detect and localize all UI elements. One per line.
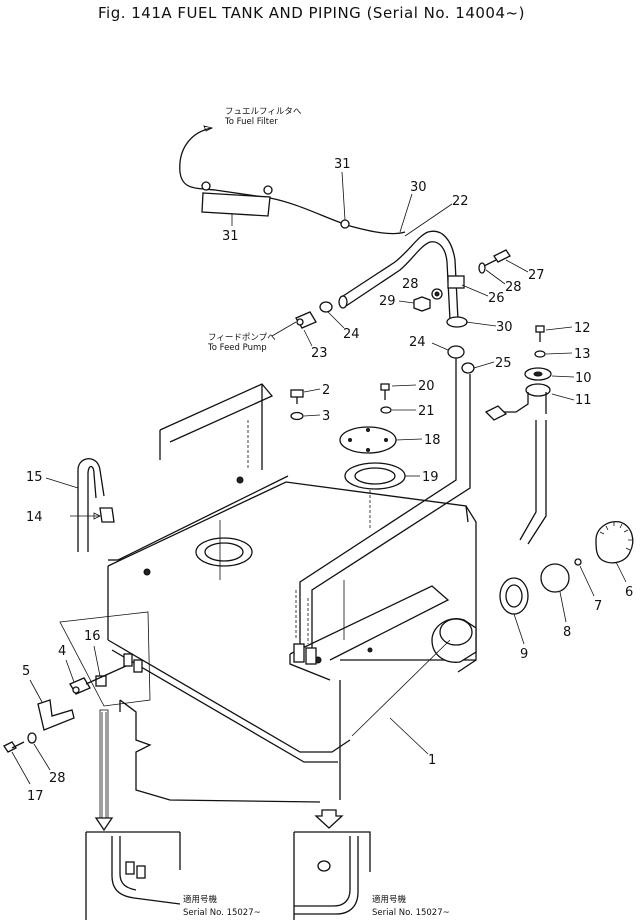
drain-seal-9 — [499, 577, 529, 645]
callout-25: 25 — [495, 356, 512, 371]
callout-22: 22 — [452, 194, 469, 209]
cap-6 — [595, 521, 634, 583]
callout-2: 2 — [322, 383, 330, 398]
callout-19: 19 — [422, 470, 439, 485]
callout-26: 26 — [488, 291, 505, 306]
fitting-14 — [70, 507, 115, 523]
callout-29: 29 — [379, 294, 396, 309]
bolt-12 — [535, 325, 573, 342]
cover-18 — [339, 426, 423, 454]
bracket-4 — [65, 659, 91, 695]
gauge-plate-10 — [524, 367, 575, 381]
callout-30b: 30 — [496, 320, 513, 335]
callout-28c: 28 — [49, 771, 66, 786]
callout-1: 1 — [428, 753, 436, 768]
detail-inset-left — [85, 831, 181, 920]
detail-inset-right — [293, 831, 371, 920]
callout-10: 10 — [575, 371, 592, 386]
clamp-30-lower — [446, 316, 497, 328]
clamp-31-block — [201, 181, 273, 226]
gasket-19 — [344, 462, 420, 530]
callout-30a: 30 — [410, 180, 427, 195]
callout-31b: 31 — [222, 229, 239, 244]
return-pipes — [299, 358, 547, 650]
callout-31a: 31 — [334, 157, 351, 172]
callout-4: 4 — [58, 644, 66, 659]
callout-20: 20 — [418, 379, 435, 394]
plug-8 — [540, 563, 570, 623]
washer-28-c — [27, 732, 51, 771]
bolt-17 — [3, 741, 31, 785]
bracket-link — [85, 665, 127, 685]
clamp-26 — [447, 275, 489, 297]
seal-24-a — [319, 301, 345, 329]
feed-pump-note-en: To Feed Pump — [207, 343, 267, 353]
callout-23: 23 — [311, 346, 328, 361]
breather-pipe-15 — [45, 458, 105, 552]
fuel-tank-body — [107, 383, 477, 803]
callout-27: 27 — [528, 268, 545, 283]
seal-24-b — [431, 342, 465, 359]
clamp-31-pipe — [340, 171, 350, 229]
callout-14: 14 — [26, 510, 43, 525]
level-sender-11 — [484, 383, 575, 421]
bolt-27 — [478, 249, 529, 285]
washer-3 — [247, 411, 321, 470]
tank-leader-1 — [351, 639, 451, 755]
detail-frame — [59, 611, 151, 707]
fuel-filter-note-jp: フュエルフィルタへ — [225, 107, 302, 117]
callout-18: 18 — [424, 433, 441, 448]
detail-arrow-left — [94, 709, 114, 832]
detail-arrow-right — [314, 809, 344, 829]
inset-left-serial: Serial No. 15027~ — [183, 908, 261, 918]
callout-3: 3 — [322, 409, 330, 424]
figure-title: Fig. 141A FUEL TANK AND PIPING (Serial N… — [98, 4, 525, 22]
washer-13 — [534, 350, 573, 358]
pipe-22 — [338, 203, 459, 321]
callout-24b: 24 — [409, 335, 426, 350]
callout-11: 11 — [575, 393, 592, 408]
fuel-filter-note-en: To Fuel Filter — [224, 117, 278, 127]
fitting-25 — [461, 361, 495, 374]
callout-13: 13 — [574, 347, 591, 362]
bolt-2 — [290, 388, 321, 404]
callout-16: 16 — [84, 629, 101, 644]
bolt-20 — [380, 383, 417, 400]
callout-21: 21 — [418, 404, 435, 419]
inset-left-applicable: 適用号機 — [183, 894, 218, 905]
callout-6: 6 — [625, 585, 633, 600]
ball-7 — [574, 558, 595, 597]
inset-right-applicable: 適用号機 — [372, 894, 407, 905]
callout-28a: 28 — [402, 277, 419, 292]
fitting-23 — [295, 311, 317, 347]
callout-28b: 28 — [505, 280, 522, 295]
bracket-5 — [29, 679, 75, 731]
washer-21 — [380, 406, 416, 414]
clamp-16 — [93, 645, 107, 687]
callout-5: 5 — [22, 664, 30, 679]
feed-pump-note-jp: フィードポンプへ — [208, 333, 276, 343]
washer-28-a — [431, 288, 443, 300]
fuel-filter-hose — [179, 125, 406, 235]
callout-9: 9 — [520, 647, 528, 662]
callout-24a: 24 — [343, 327, 360, 342]
callout-12: 12 — [574, 321, 591, 336]
callout-17: 17 — [27, 789, 44, 804]
callout-8: 8 — [563, 625, 571, 640]
callout-15: 15 — [26, 470, 43, 485]
inset-right-serial: Serial No. 15027~ — [372, 908, 450, 918]
callout-7: 7 — [594, 599, 602, 614]
nut-29 — [398, 296, 431, 312]
